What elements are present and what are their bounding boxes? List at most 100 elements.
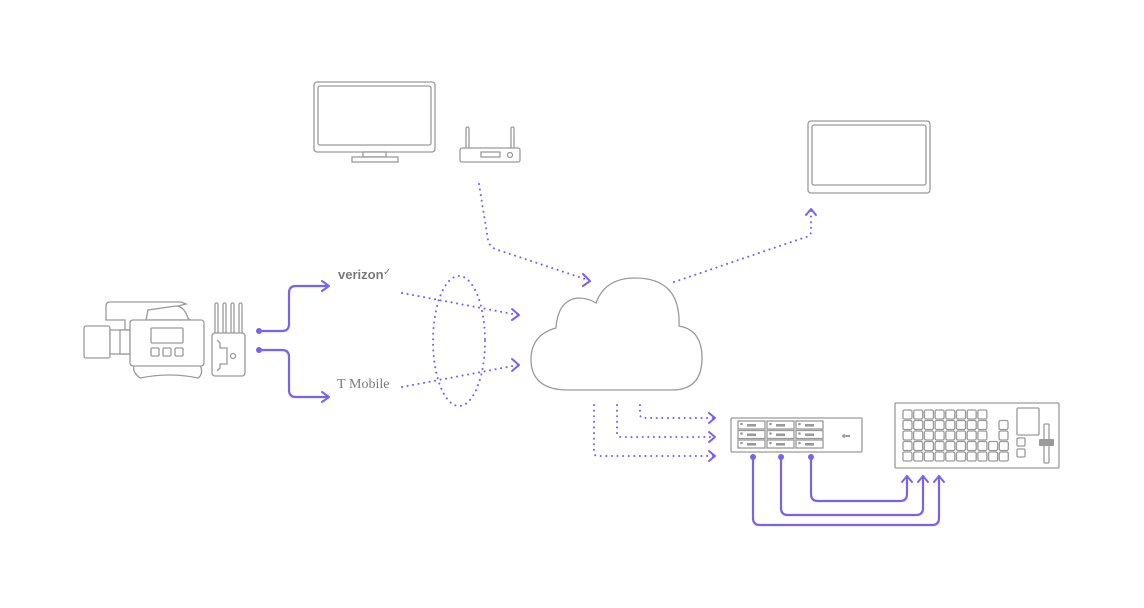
- switcher-button: [902, 451, 913, 462]
- slot-label: [776, 433, 785, 437]
- switcher-button: [923, 419, 935, 431]
- switcher-button: [998, 419, 1009, 431]
- switcher-button: [955, 419, 967, 431]
- link-verizon-to-cloud: [401, 292, 519, 316]
- slot-label: [805, 424, 814, 427]
- cloud-icon: [530, 277, 703, 391]
- cloud-to-rack-links: [593, 404, 716, 462]
- switcher-button: [977, 451, 988, 462]
- video-camera-icon: [83, 301, 205, 379]
- arrow-head: [805, 208, 817, 216]
- switcher-button: [977, 440, 988, 452]
- verizon-label: verizon: [338, 267, 384, 282]
- slot-led: [769, 441, 772, 445]
- switcher-button: [913, 451, 924, 462]
- switcher-button: [977, 419, 988, 431]
- slot-label: [747, 433, 756, 437]
- arrow-head: [511, 308, 520, 321]
- switcher-button: [998, 440, 1009, 452]
- carrier-tmobile: T Mobile: [337, 377, 389, 392]
- switcher-button: [934, 419, 945, 431]
- transmitter-to-carriers-links: [256, 280, 330, 403]
- router-icon: [459, 126, 521, 163]
- link-cloud-to-tablet: [673, 210, 812, 283]
- link-rack-to-switcher-3: [751, 455, 941, 527]
- switcher-button: [955, 409, 967, 420]
- link-cloud-to-rack-3: [593, 404, 715, 457]
- switcher-button: [945, 409, 956, 420]
- slot-label: [747, 443, 756, 446]
- slot-led: [798, 432, 801, 435]
- rack-to-switcher-links: [750, 454, 945, 527]
- link-to-tmobile: [257, 348, 330, 399]
- switcher-button: [966, 430, 977, 441]
- arrow-head: [708, 412, 716, 424]
- arrow-head: [901, 475, 913, 483]
- slot-led: [769, 432, 772, 435]
- tablet-icon: [807, 120, 931, 194]
- slot-label: [805, 443, 814, 446]
- switcher-icon: [894, 402, 1060, 469]
- arrow-head: [582, 273, 591, 287]
- switcher-button: [934, 440, 945, 452]
- arrow-head: [933, 475, 945, 483]
- link-cloud-to-rack-2: [616, 404, 715, 438]
- tmobile-t-logo-icon: T: [337, 377, 346, 392]
- tv-icon: [313, 81, 436, 163]
- link-tmobile-to-cloud: [401, 364, 519, 388]
- switcher-button: [966, 409, 977, 420]
- switcher-button: [945, 419, 956, 431]
- switcher-button: [945, 440, 956, 452]
- link-cloud-to-rack-1: [639, 404, 715, 419]
- switcher-button: [955, 451, 967, 462]
- switcher-button: [902, 440, 913, 452]
- slot-label: [747, 424, 756, 427]
- arrow-head: [917, 475, 929, 483]
- verizon-check-icon: ✓: [383, 267, 391, 278]
- rack-icon: [730, 417, 863, 453]
- switcher-button: [945, 451, 956, 462]
- switcher-button: [987, 440, 999, 452]
- arrow-head: [321, 391, 330, 403]
- switcher-button: [987, 451, 999, 462]
- arrow-head: [321, 280, 330, 292]
- switcher-button: [923, 409, 935, 420]
- switcher-button: [923, 430, 935, 441]
- switcher-button: [902, 430, 913, 441]
- switcher-button: [966, 451, 977, 462]
- switcher-button: [923, 440, 935, 452]
- switcher-button: [998, 430, 1009, 441]
- slot-label: [805, 433, 814, 437]
- switcher-button: [923, 451, 935, 462]
- slot-led: [798, 422, 801, 426]
- slot-led: [740, 422, 743, 426]
- transmitter-icon: [211, 302, 246, 377]
- slot-label: [776, 424, 785, 427]
- bonding-ellipse: [432, 275, 486, 407]
- arrow-head: [708, 450, 716, 462]
- slot-led: [740, 432, 743, 435]
- switcher-button: [934, 451, 945, 462]
- link-router-to-cloud: [478, 183, 589, 281]
- arrow-head: [511, 358, 520, 372]
- link-rack-to-switcher-2: [779, 455, 925, 517]
- switcher-button: [934, 409, 945, 420]
- switcher-button: [913, 409, 924, 420]
- link-rack-to-switcher-1: [809, 455, 909, 503]
- switcher-button: [934, 430, 945, 441]
- slot-label: [776, 443, 785, 446]
- switcher-button: [902, 419, 913, 431]
- carrier-verizon: verizon ✓: [338, 267, 391, 282]
- switcher-button: [998, 451, 1009, 462]
- switcher-button: [977, 430, 988, 441]
- switcher-button: [966, 440, 977, 452]
- switcher-button: [913, 430, 924, 441]
- tmobile-label: Mobile: [349, 377, 389, 392]
- switcher-button: [945, 430, 956, 441]
- link-to-verizon: [257, 284, 330, 333]
- slot-led: [798, 441, 801, 445]
- switcher-button: [966, 419, 977, 431]
- switcher-button: [977, 409, 988, 420]
- switcher-button: [955, 430, 967, 441]
